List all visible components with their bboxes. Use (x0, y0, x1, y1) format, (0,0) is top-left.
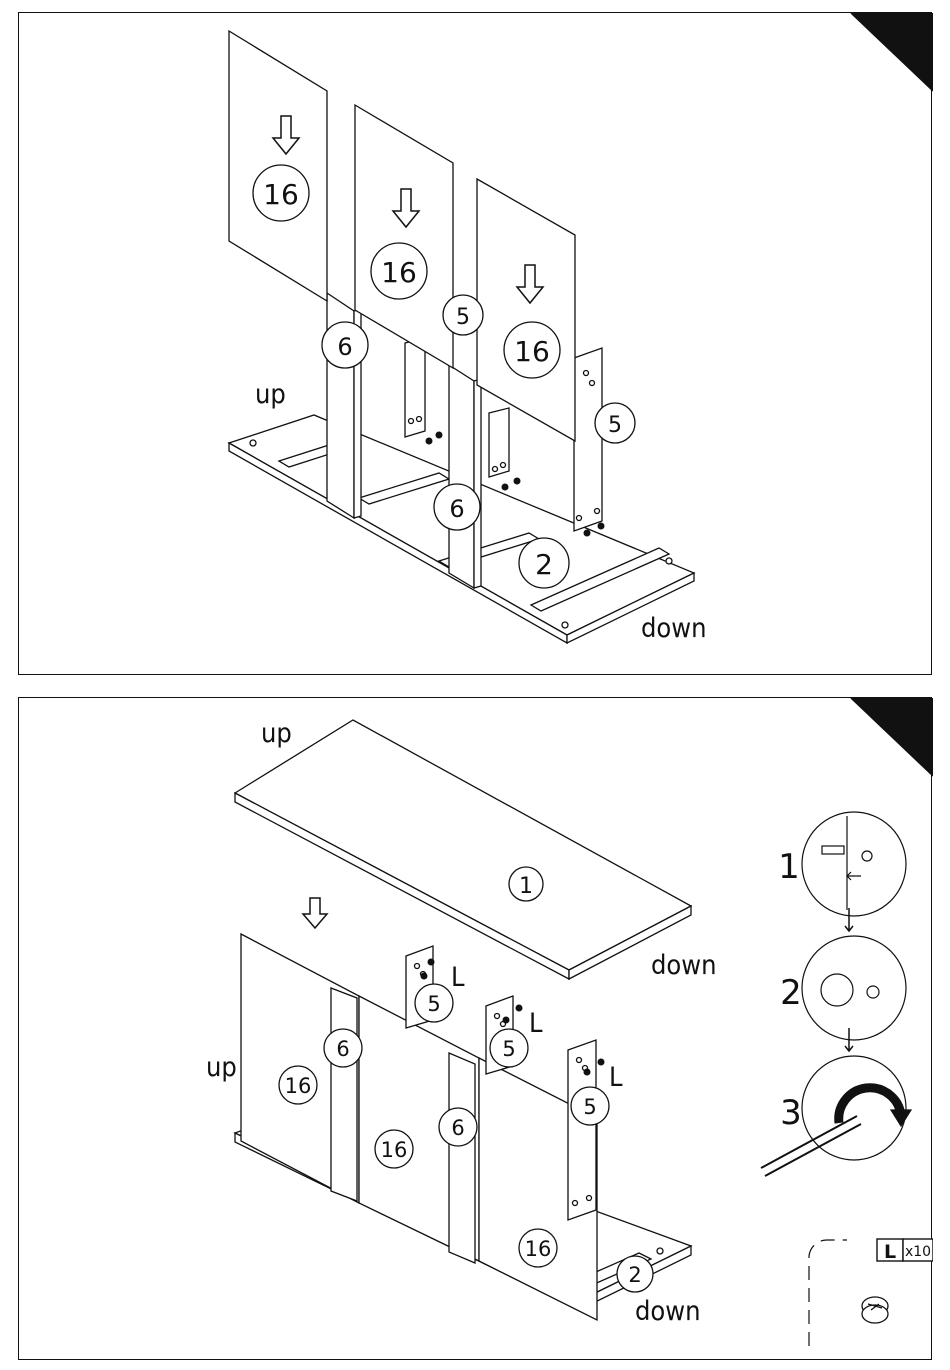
part-number: 2 (628, 1263, 641, 1287)
cam-step-number: 1 (778, 847, 800, 887)
part-number: 5 (608, 413, 622, 438)
orientation-label-down: down (651, 950, 717, 981)
cam-step-number: 3 (780, 1093, 802, 1133)
orientation-label-down: down (641, 613, 707, 644)
cam-lock-hardware-icon (862, 1297, 888, 1323)
cam-step-3-detail (802, 1056, 906, 1160)
part-number: 6 (337, 333, 352, 361)
part-number: 1 (519, 874, 533, 899)
part-number: 16 (263, 178, 299, 211)
hardware-letter: L (451, 962, 465, 993)
part-number: 2 (535, 548, 553, 581)
hardware-code: L (884, 1241, 896, 1263)
divider-panel-mid (449, 365, 481, 588)
assembly-step-1-drawing: 16 16 16 6 6 5 5 2 up down (19, 13, 933, 676)
part-number: 6 (336, 1037, 349, 1061)
orientation-label-up: up (261, 718, 292, 749)
orientation-label-up: up (255, 379, 286, 410)
down-arrow-icon (303, 898, 327, 928)
cam-step-number: 2 (780, 973, 802, 1013)
cam-step-1-detail (802, 812, 906, 916)
part-number: 5 (583, 1095, 596, 1119)
orientation-label-down: down (635, 1296, 701, 1327)
part-number: 5 (502, 1037, 515, 1061)
part-number: 16 (381, 1138, 408, 1162)
part-number: 6 (451, 1116, 464, 1140)
part-number: 16 (381, 256, 417, 289)
cam-bolt-icon (822, 846, 844, 854)
part-number: 16 (285, 1074, 312, 1098)
orientation-label-up: up (206, 1052, 237, 1083)
hardware-box: L x10 (809, 1239, 933, 1346)
divider-panel-left (331, 988, 357, 1201)
assembly-step-1-panel: 16 16 16 6 6 5 5 2 up down (18, 12, 932, 675)
panel-16-right (477, 179, 575, 441)
hardware-quantity: x10 (905, 1244, 931, 1260)
part-number: 16 (514, 335, 550, 368)
cam-lock-icon (821, 974, 853, 1006)
hardware-letter: L (529, 1008, 543, 1039)
part-number: 5 (427, 992, 440, 1016)
panel-16-mid (355, 105, 453, 368)
part-number: 6 (449, 495, 464, 523)
cam-step-2-detail (802, 936, 906, 1040)
assembly-step-2-drawing: 1 (19, 698, 933, 1361)
hardware-letter: L (609, 1062, 623, 1093)
part-number: 16 (525, 1237, 552, 1261)
part-number: 5 (456, 305, 470, 330)
divider-panel-mid (449, 1053, 475, 1263)
assembly-step-2-panel: 1 (18, 697, 932, 1360)
top-board (235, 720, 691, 979)
